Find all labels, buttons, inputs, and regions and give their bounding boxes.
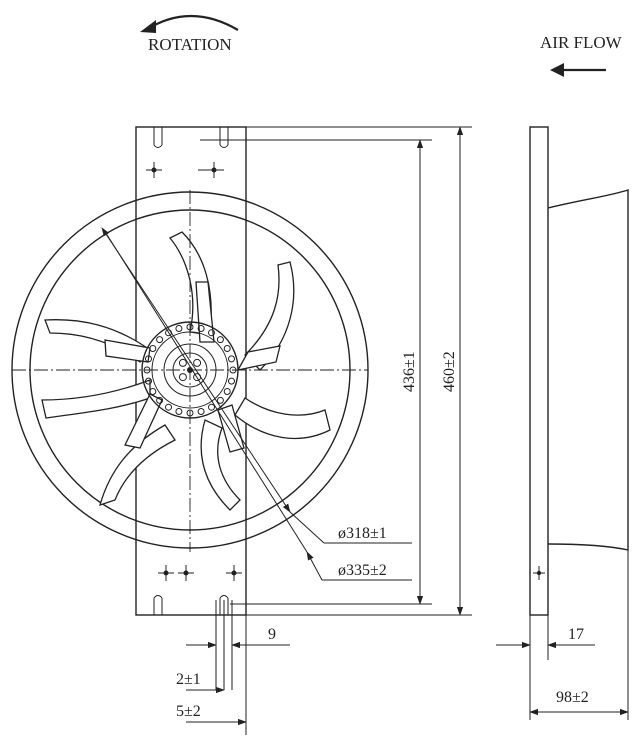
hub-rib: [223, 388, 231, 395]
hub-rib: [216, 336, 224, 344]
mounting-hole-icon: [178, 565, 194, 581]
dimension-hole-offset: 5±2: [176, 703, 201, 720]
side-view: [496, 126, 629, 720]
hub-bolt: [178, 358, 187, 367]
rotation-arrow-icon: [145, 15, 239, 31]
mounting-hole-icon: [198, 162, 224, 178]
airflow-label: AIR FLOW: [540, 33, 623, 52]
dimension-slot-width: 2±1: [176, 671, 201, 688]
mounting-hole-icon: [158, 565, 174, 581]
hub-rib: [216, 396, 224, 404]
dimension-depth: 98±2: [556, 689, 589, 706]
mounting-hole-icon: [226, 565, 242, 581]
dimension-dia-inner: ø318±1: [338, 525, 387, 542]
hub-rib: [208, 403, 215, 411]
dimension-height-outer: 460±2: [441, 351, 458, 392]
airflow-indicator: AIR FLOW: [540, 33, 623, 77]
dimension-dia-outer: ø335±2: [338, 562, 387, 579]
hub-rib: [197, 408, 205, 415]
fan-blades: [41, 231, 331, 511]
rotation-label: ROTATION: [148, 35, 232, 54]
hub-rib: [175, 408, 183, 415]
hub-rib: [223, 345, 231, 352]
dimension-height-inner: 436±1: [401, 351, 418, 392]
hub-bolt: [178, 373, 187, 382]
hub-rib: [228, 355, 235, 363]
mounting-hole-icon: [146, 162, 162, 178]
hub-rib: [149, 388, 157, 395]
hub-rib: [156, 336, 164, 344]
hub-bolt: [193, 358, 202, 367]
hub-rib: [228, 377, 235, 385]
dimension-slot-gap: 9: [268, 626, 276, 643]
rotation-indicator: ROTATION: [140, 15, 239, 54]
slot-dimensions: [186, 600, 290, 735]
hub-rib: [175, 325, 183, 332]
diameter-leaders: [101, 227, 412, 581]
mounting-hole-icon: [533, 566, 545, 580]
hub-rib: [149, 345, 157, 352]
dimension-flange: 17: [568, 626, 584, 643]
height-dimensions: [200, 126, 472, 616]
hub-rib: [165, 403, 172, 411]
